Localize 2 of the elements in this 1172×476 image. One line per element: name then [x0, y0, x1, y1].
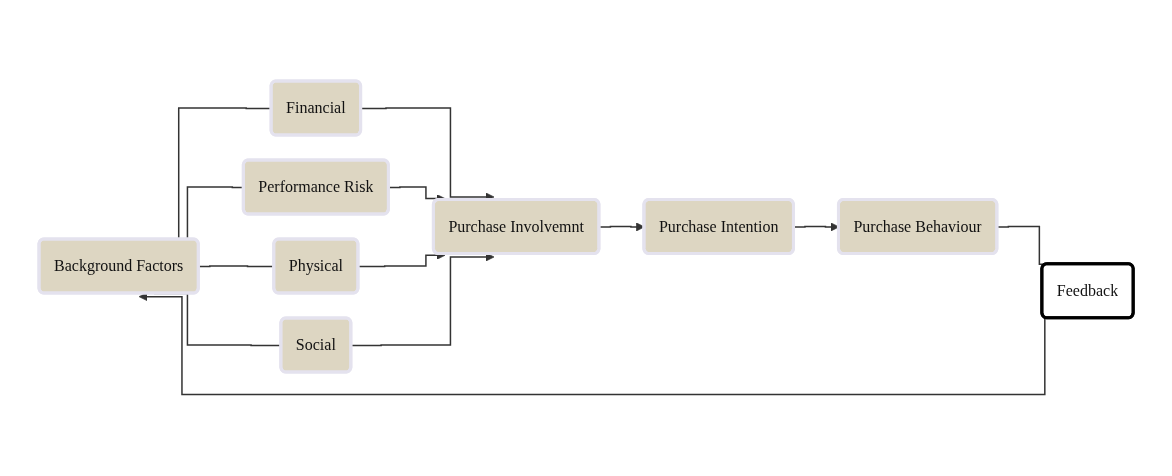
- arrow: [360, 107, 495, 202]
- arrow: [350, 252, 495, 347]
